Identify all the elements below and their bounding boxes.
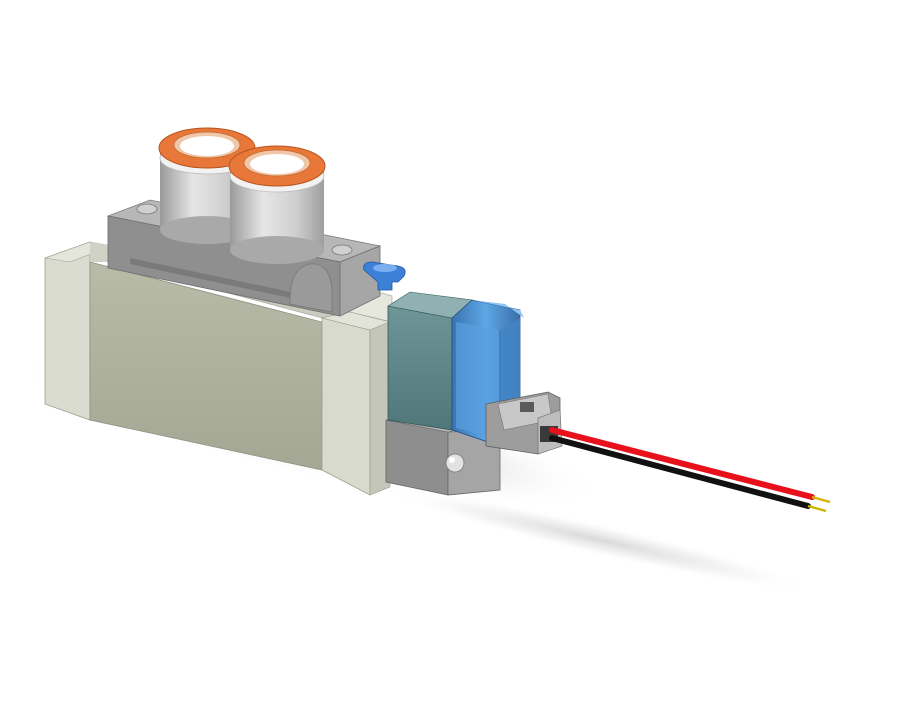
fitting-right	[228, 145, 326, 264]
manual-override-icon	[363, 261, 406, 291]
screw-icon	[136, 203, 158, 215]
solenoid-assembly	[385, 291, 563, 496]
screw-icon	[331, 244, 353, 256]
black-wire	[549, 435, 811, 509]
screw-icon	[445, 453, 465, 473]
red-wire	[549, 427, 815, 500]
wire-tip	[811, 495, 831, 504]
wire-tip	[807, 504, 827, 513]
lead-wires	[549, 427, 831, 513]
